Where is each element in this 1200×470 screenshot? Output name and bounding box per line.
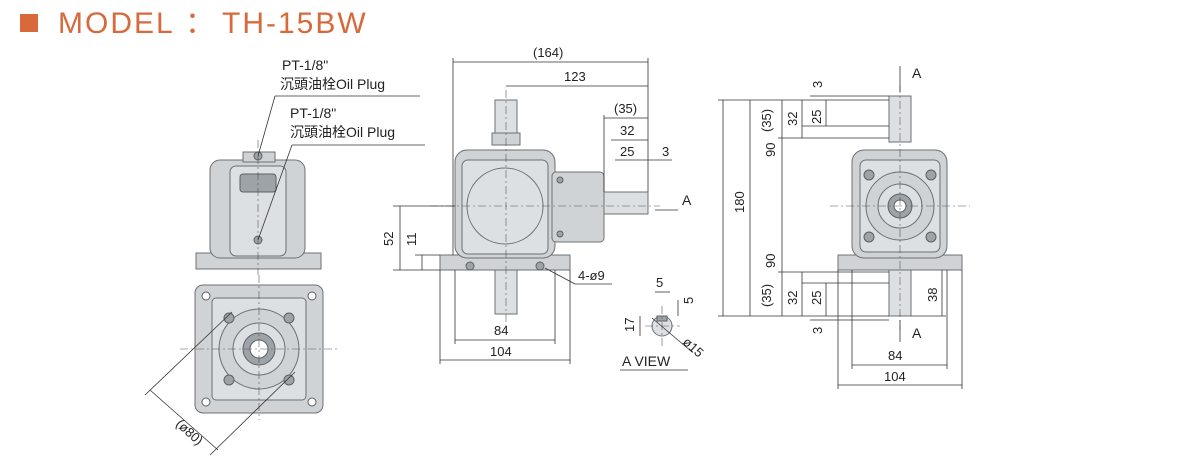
- model-label: MODEL: [58, 7, 175, 40]
- dim-lower-90: 90: [763, 254, 778, 268]
- dim-top-32: 32: [785, 112, 800, 126]
- dim-bot-25: 25: [809, 291, 824, 305]
- aview-dim-15: ø15: [680, 334, 707, 360]
- aview-dim-5b: 5: [681, 297, 696, 304]
- dim-front-84: 84: [494, 323, 508, 338]
- dim-bot-38: 38: [925, 288, 940, 302]
- a-view: [645, 306, 680, 346]
- dim-overall: (164): [533, 45, 563, 60]
- oil-plug-bottom-spec: PT-1/8": [290, 105, 336, 121]
- dim-52: 52: [381, 232, 396, 246]
- bottom-view: [180, 275, 338, 420]
- dim-top-3: 3: [810, 81, 825, 88]
- pcd-dim: (ø80): [173, 416, 206, 448]
- dim-bot-35: (35): [759, 284, 774, 307]
- model-code: TH-15BW: [222, 7, 368, 40]
- side-view: [830, 85, 970, 330]
- dim-180: 180: [732, 191, 747, 213]
- title-square-icon: [20, 14, 38, 32]
- dim-holes: 4-ø9: [578, 268, 605, 283]
- arrow-a-bottom: A: [912, 325, 922, 341]
- dim-32: 32: [620, 123, 634, 138]
- dim-upper-90: 90: [763, 143, 778, 157]
- aview-dim-17: 17: [622, 318, 637, 332]
- dim-side-84: 84: [888, 348, 902, 363]
- aview-label: A VIEW: [622, 353, 671, 369]
- dim-35: (35): [614, 101, 637, 116]
- dim-top-35: (35): [759, 109, 774, 132]
- dim-123: 123: [564, 69, 586, 84]
- dim-3: 3: [662, 144, 669, 159]
- oil-plug-bottom-name: 沉頭油栓Oil Plug: [290, 124, 395, 140]
- oil-plug-top-spec: PT-1/8": [282, 57, 328, 73]
- dim-front-104: 104: [490, 344, 512, 359]
- model-separator: ：: [185, 7, 217, 40]
- dim-bot-32: 32: [785, 291, 800, 305]
- aview-dim-5a: 5: [656, 275, 663, 290]
- oil-plug-top-name: 沉頭油栓Oil Plug: [280, 76, 385, 92]
- arrow-a-front: A: [682, 192, 692, 208]
- arrow-a-top: A: [912, 65, 922, 81]
- end-view-top: [195, 140, 322, 275]
- dim-25: 25: [620, 144, 634, 159]
- dim-side-104: 104: [884, 369, 906, 384]
- dim-11: 11: [404, 233, 419, 247]
- front-view: [430, 90, 660, 330]
- dim-bot-3: 3: [810, 327, 825, 334]
- dim-top-25: 25: [809, 110, 824, 124]
